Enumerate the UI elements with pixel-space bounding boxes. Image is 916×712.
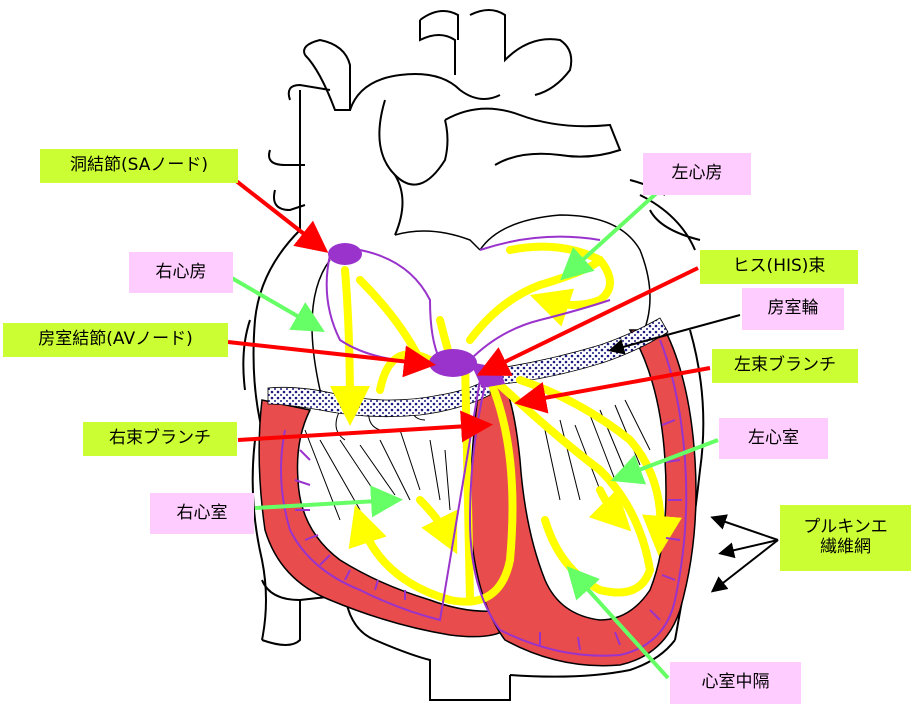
purkinje-pointer-3 [710, 539, 779, 593]
left-atrium-label: 左心房 [643, 153, 751, 195]
mitral-ring [499, 317, 669, 385]
left-bundle-pointer [514, 366, 711, 414]
purkinje-pointer-2 [718, 539, 779, 559]
sa-node-label: 洞結節(SAノード) [40, 149, 238, 183]
av-ring-label: 房室輪 [742, 288, 844, 330]
left-ventricle-label: 左心室 [719, 418, 828, 459]
purkinje-network-label: プルキンエ 繊維網 [780, 505, 911, 571]
right-atrium-pointer [228, 275, 325, 333]
his-bundle-label: ヒス(HIS)束 [700, 250, 858, 284]
right-ventricle-label: 右心室 [150, 493, 254, 534]
right-bundle-pointer [237, 410, 493, 443]
right-atrium-label: 右心房 [129, 252, 233, 293]
right-ventricle-pointer [254, 485, 403, 518]
left-bundle-branch-label: 左束ブランチ [712, 349, 858, 383]
his-bundle-pointer [476, 266, 699, 376]
sa-node-shape [328, 243, 362, 265]
left-ventricle-pointer [610, 438, 719, 485]
av-node-pointer [227, 340, 436, 378]
purkinje-label-line1: プルキンエ [803, 517, 888, 538]
left-atrium-pointer [560, 188, 662, 281]
purkinje-label-line2: 繊維網 [820, 537, 871, 557]
right-bundle-branch-label: 右束ブランチ [83, 422, 237, 456]
purkinje-pointer-1 [710, 514, 779, 541]
septum-pointer [566, 566, 670, 680]
septum-and-left-ventricle-wall [469, 329, 697, 667]
av-ring-pointer [608, 314, 741, 355]
heart-outline [242, 9, 705, 701]
av-node-shape [429, 349, 477, 377]
septum-label: 心室中隔 [670, 662, 801, 704]
av-node-label: 房室結節(AVノード) [3, 323, 228, 357]
pointer-arrows [227, 178, 779, 680]
sa-node-pointer [233, 178, 329, 253]
